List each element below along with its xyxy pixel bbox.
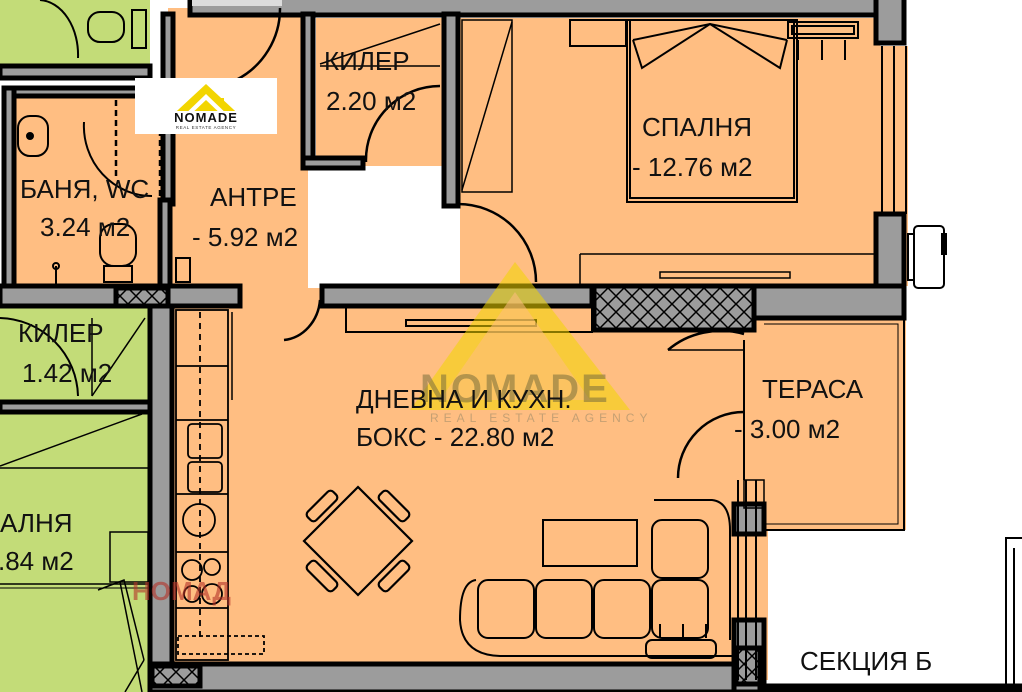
living-window: [737, 479, 765, 680]
stair-stub: [1005, 537, 1022, 689]
room-name-bedroom: СПАЛНЯ: [642, 112, 752, 142]
svg-text:NOMADE: NOMADE: [420, 367, 610, 411]
dining-table: [302, 485, 414, 597]
room-name-terrace: ТЕРАСА: [762, 374, 864, 404]
terrace-outline: [764, 317, 905, 531]
room-area-terrace: - 3.00 м2: [734, 414, 840, 444]
room-name-entrance: АНТРЕ: [210, 182, 297, 212]
watermark-logo: NOMADE REAL ESTATE AGENCY: [410, 262, 652, 425]
stamp-watermark: НОМАД: [132, 576, 231, 606]
section-label: СЕКЦИЯ Б: [800, 646, 932, 676]
room-area-entrance: - 5.92 м2: [192, 222, 298, 252]
logo-tagline: REAL ESTATE AGENCY: [176, 125, 236, 130]
hatched-columns: [113, 283, 763, 689]
room-area-storage: 2.20 м2: [326, 86, 416, 116]
neighbor-room-area-storage: 1.42 м2: [22, 358, 112, 388]
room-labels: БАНЯ, WC 3.24 м2 АНТРЕ - 5.92 м2 КИЛЕР 2…: [0, 46, 932, 676]
room-area-bedroom: - 12.76 м2: [632, 152, 753, 182]
neighbor-room-name-storage: КИЛЕР: [18, 318, 104, 348]
kitchen-counter: [175, 309, 265, 661]
room-name-living: ДНЕВНА И КУХН.: [356, 384, 572, 414]
neighbor-room-area-bedroom: .84 м2: [0, 546, 74, 576]
room-area-bathroom: 3.24 м2: [40, 212, 130, 242]
svg-text:REAL ESTATE AGENCY: REAL ESTATE AGENCY: [430, 411, 652, 425]
bedroom-furniture: [569, 19, 947, 289]
agency-logo: NOMADE REAL ESTATE AGENCY: [135, 78, 277, 134]
room-name-bathroom: БАНЯ, WC: [20, 174, 149, 204]
neighbor-apartment: [0, 0, 150, 692]
doors: [235, 7, 745, 480]
logo-name: NOMADE: [174, 110, 238, 125]
room-area-living: БОКС - 22.80 м2: [356, 422, 554, 452]
unit-floor: [14, 8, 908, 680]
room-name-storage: КИЛЕР: [324, 46, 410, 76]
neighbor-room-name-bedroom: АЛНЯ: [0, 508, 73, 538]
sofa: [458, 499, 736, 659]
bathroom-fixtures: [17, 100, 191, 284]
